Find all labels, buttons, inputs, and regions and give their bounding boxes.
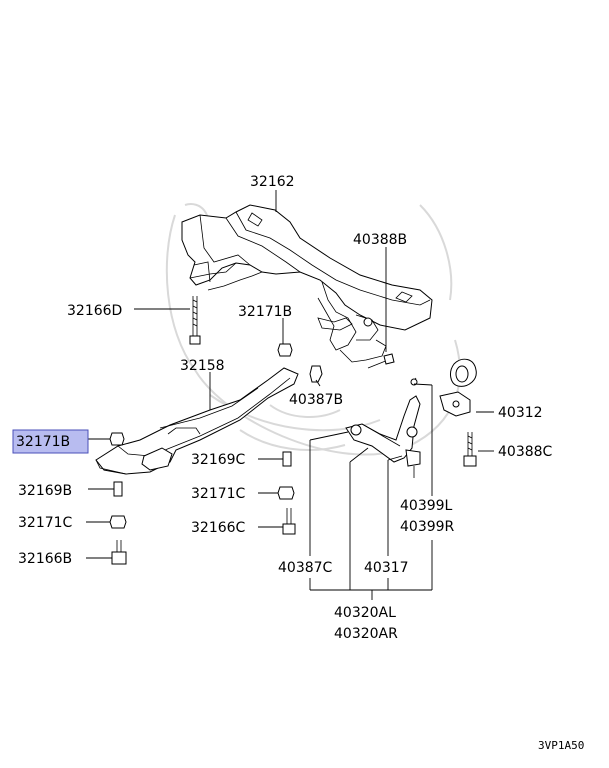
label-32169C[interactable]: 32169C xyxy=(191,452,246,468)
label-40320AR[interactable]: 40320AR xyxy=(334,626,398,642)
label-40387B[interactable]: 40387B xyxy=(289,392,343,408)
label-32158[interactable]: 32158 xyxy=(180,358,225,374)
label-40388B[interactable]: 40388B xyxy=(353,232,407,248)
crossmember-part[interactable] xyxy=(181,204,433,351)
nut-32171C-mid[interactable] xyxy=(277,486,295,500)
label-40388C[interactable]: 40388C xyxy=(498,444,553,460)
label-32171B-top[interactable]: 32171B xyxy=(238,304,292,320)
label-40399L[interactable]: 40399L xyxy=(400,498,453,514)
label-40399R[interactable]: 40399R xyxy=(400,519,455,535)
bolt-32166C[interactable] xyxy=(282,508,296,535)
label-40387C[interactable]: 40387C xyxy=(278,560,333,576)
bolt-32166D[interactable] xyxy=(189,296,201,345)
label-32171B-highlighted[interactable]: 32171B xyxy=(16,434,70,450)
label-32166D[interactable]: 32166D xyxy=(67,303,122,319)
label-32166C[interactable]: 32166C xyxy=(191,520,246,536)
highlight-box xyxy=(12,429,89,454)
label-32162[interactable]: 32162 xyxy=(250,174,295,190)
bolt-32166B[interactable] xyxy=(111,540,127,565)
collar-32169B[interactable] xyxy=(113,481,123,497)
label-32166B[interactable]: 32166B xyxy=(18,551,72,567)
label-32169B[interactable]: 32169B xyxy=(18,483,72,499)
label-40312[interactable]: 40312 xyxy=(498,405,543,421)
member-part-32158[interactable] xyxy=(95,367,299,475)
nut-32171B-top[interactable] xyxy=(277,343,293,357)
bracket-40388B[interactable] xyxy=(317,317,395,369)
drawing-code: 3VP1A50 xyxy=(538,739,584,752)
label-40320AL[interactable]: 40320AL xyxy=(334,605,396,621)
label-40317[interactable]: 40317 xyxy=(364,560,409,576)
collar-32169C[interactable] xyxy=(282,451,292,467)
bushing-40312[interactable] xyxy=(439,358,477,417)
leader-lines xyxy=(86,190,494,600)
lower-arm-40320[interactable] xyxy=(345,377,421,478)
bolt-40388C[interactable] xyxy=(463,432,477,467)
label-32171C-mid[interactable]: 32171C xyxy=(191,486,246,502)
nut-32171C-left[interactable] xyxy=(109,515,127,529)
nut-32171B-left[interactable] xyxy=(109,432,125,446)
nut-40387B[interactable] xyxy=(309,365,323,383)
label-32171C-left[interactable]: 32171C xyxy=(18,515,73,531)
